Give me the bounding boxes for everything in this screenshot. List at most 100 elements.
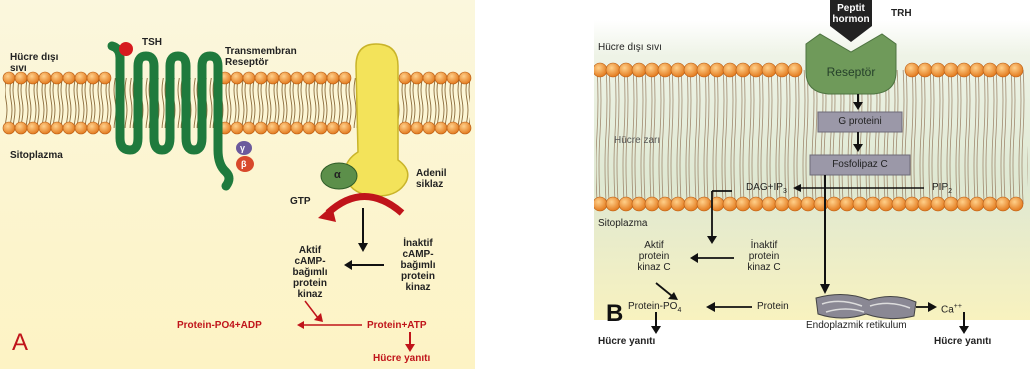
phospholipid-head — [435, 72, 447, 84]
g-protein-label: G proteini — [818, 116, 902, 127]
phospholipid-head — [267, 122, 279, 134]
protein-po4-text: Protein-PO — [628, 301, 677, 312]
phospholipid-head — [619, 63, 633, 77]
phospholipid-head — [1009, 197, 1023, 211]
phospholipid-head — [279, 122, 291, 134]
phospholipid-head — [658, 63, 672, 77]
dag-ip3-label: DAG+IP3 — [746, 182, 787, 197]
phospholipid-head — [87, 122, 99, 134]
phospholipid-head — [243, 122, 255, 134]
phospholipid-head — [801, 197, 815, 211]
phospholipid-head — [63, 122, 75, 134]
phospholipid-head — [447, 122, 459, 134]
phospholipid-head — [749, 197, 763, 211]
membrane-heads-bottom — [3, 122, 471, 134]
phospholipid-head — [788, 197, 802, 211]
phospholipid-head — [996, 63, 1010, 77]
phospholipid-head — [671, 63, 685, 77]
panel-a: Hücre dışı sıvı TSH Transmembran Reseptö… — [0, 0, 475, 369]
phospholipid-head — [63, 72, 75, 84]
phospholipid-head — [762, 197, 776, 211]
ca-superscript: ++ — [954, 303, 962, 310]
trh-label: TRH — [891, 8, 912, 19]
phospholipid-head — [905, 63, 919, 77]
phospholipid-head — [243, 72, 255, 84]
ca-text: Ca — [941, 304, 954, 315]
cytoplasm-b-label: Sitoplazma — [598, 218, 647, 229]
phospholipid-head — [944, 63, 958, 77]
phospholipid-head — [632, 197, 646, 211]
extracellular-label: Hücre dışı sıvı — [10, 52, 58, 74]
phospholipid-head — [399, 72, 411, 84]
er-label: Endoplazmik retikulum — [806, 320, 907, 331]
protein-po4-label: Protein-PO4 — [628, 301, 681, 316]
phospholipid-head — [684, 63, 698, 77]
pip2-text: PIP — [932, 182, 948, 193]
phospholipid-head — [905, 197, 919, 211]
phospholipid-head — [279, 72, 291, 84]
tsh-ligand — [119, 42, 133, 56]
alpha-label: α — [334, 170, 341, 181]
phospholipid-head — [423, 122, 435, 134]
extracellular-b-label: Hücre dışı sıvı — [598, 42, 662, 53]
phospholipid-head — [99, 72, 111, 84]
response-left-label: Hücre yanıtı — [598, 336, 655, 347]
phospholipid-head — [255, 72, 267, 84]
response-label: Hücre yanıtı — [373, 353, 430, 364]
phospholipid-head — [594, 197, 607, 211]
phospholipid-head — [447, 72, 459, 84]
ca-label: Ca++ — [941, 301, 962, 315]
phospholipid-head — [749, 63, 763, 77]
phospholipid-head — [866, 197, 880, 211]
phospholipid-head — [853, 197, 867, 211]
phospholipid-head — [996, 197, 1010, 211]
phospholipid-head — [606, 197, 620, 211]
phospholipid-head — [658, 197, 672, 211]
phospholipid-head — [970, 197, 984, 211]
product-label: Protein-PO4+ADP — [177, 320, 262, 331]
phospholipid-head — [957, 63, 971, 77]
phospholipid-head — [931, 197, 945, 211]
phospholipid-head — [327, 122, 339, 134]
phospholipid-head — [983, 197, 997, 211]
gtp-label: GTP — [290, 196, 311, 207]
phospholipid-head — [1009, 63, 1023, 77]
phospholipid-head — [459, 72, 471, 84]
phospholipid-head — [291, 122, 303, 134]
panel-b: Peptit hormon TRH Hücre dışı sıvı Resept… — [594, 0, 1030, 369]
phospholipid-head — [423, 72, 435, 84]
phospholipid-head — [339, 122, 351, 134]
phospholipid-head — [983, 63, 997, 77]
phospholipid-head — [411, 72, 423, 84]
pip2-subscript: 2 — [948, 188, 952, 195]
phospholipid-head — [231, 122, 243, 134]
cyclase-label: Adenil siklaz — [416, 168, 447, 190]
phospholipid-head — [723, 197, 737, 211]
phospholipid-head — [459, 122, 471, 134]
inactive-kinase-label: İnaktif cAMP- bağımlı protein kinaz — [390, 238, 446, 293]
membrane-tails — [5, 78, 470, 128]
substrate-label: Protein+ATP — [367, 320, 427, 331]
phospholipid-head — [879, 197, 893, 211]
phospholipid-head — [435, 122, 447, 134]
phospholipid-head — [736, 63, 750, 77]
protein-label: Protein — [757, 301, 789, 312]
phospholipid-head — [27, 122, 39, 134]
phospholipid-head — [315, 122, 327, 134]
gamma-label: γ — [240, 143, 245, 154]
panel-a-letter: A — [12, 337, 28, 348]
phospholipid-head — [51, 122, 63, 134]
cytoplasm-label: Sitoplazma — [10, 150, 63, 161]
panel-b-letter: B — [606, 308, 623, 319]
phospholipid-head — [931, 63, 945, 77]
phospholipid-head — [671, 197, 685, 211]
inactive-kinase-c-label: İnaktif protein kinaz C — [732, 240, 796, 273]
phospholipid-head — [645, 197, 659, 211]
membrane-label: Hücre zarı — [614, 135, 660, 146]
phospholipid-head — [411, 122, 423, 134]
phospholipid-head — [291, 72, 303, 84]
receptor-label: Transmembran Reseptör — [225, 46, 297, 68]
phospholipid-head — [827, 197, 841, 211]
phospholipid-head — [15, 122, 27, 134]
phospholipid-head — [87, 72, 99, 84]
